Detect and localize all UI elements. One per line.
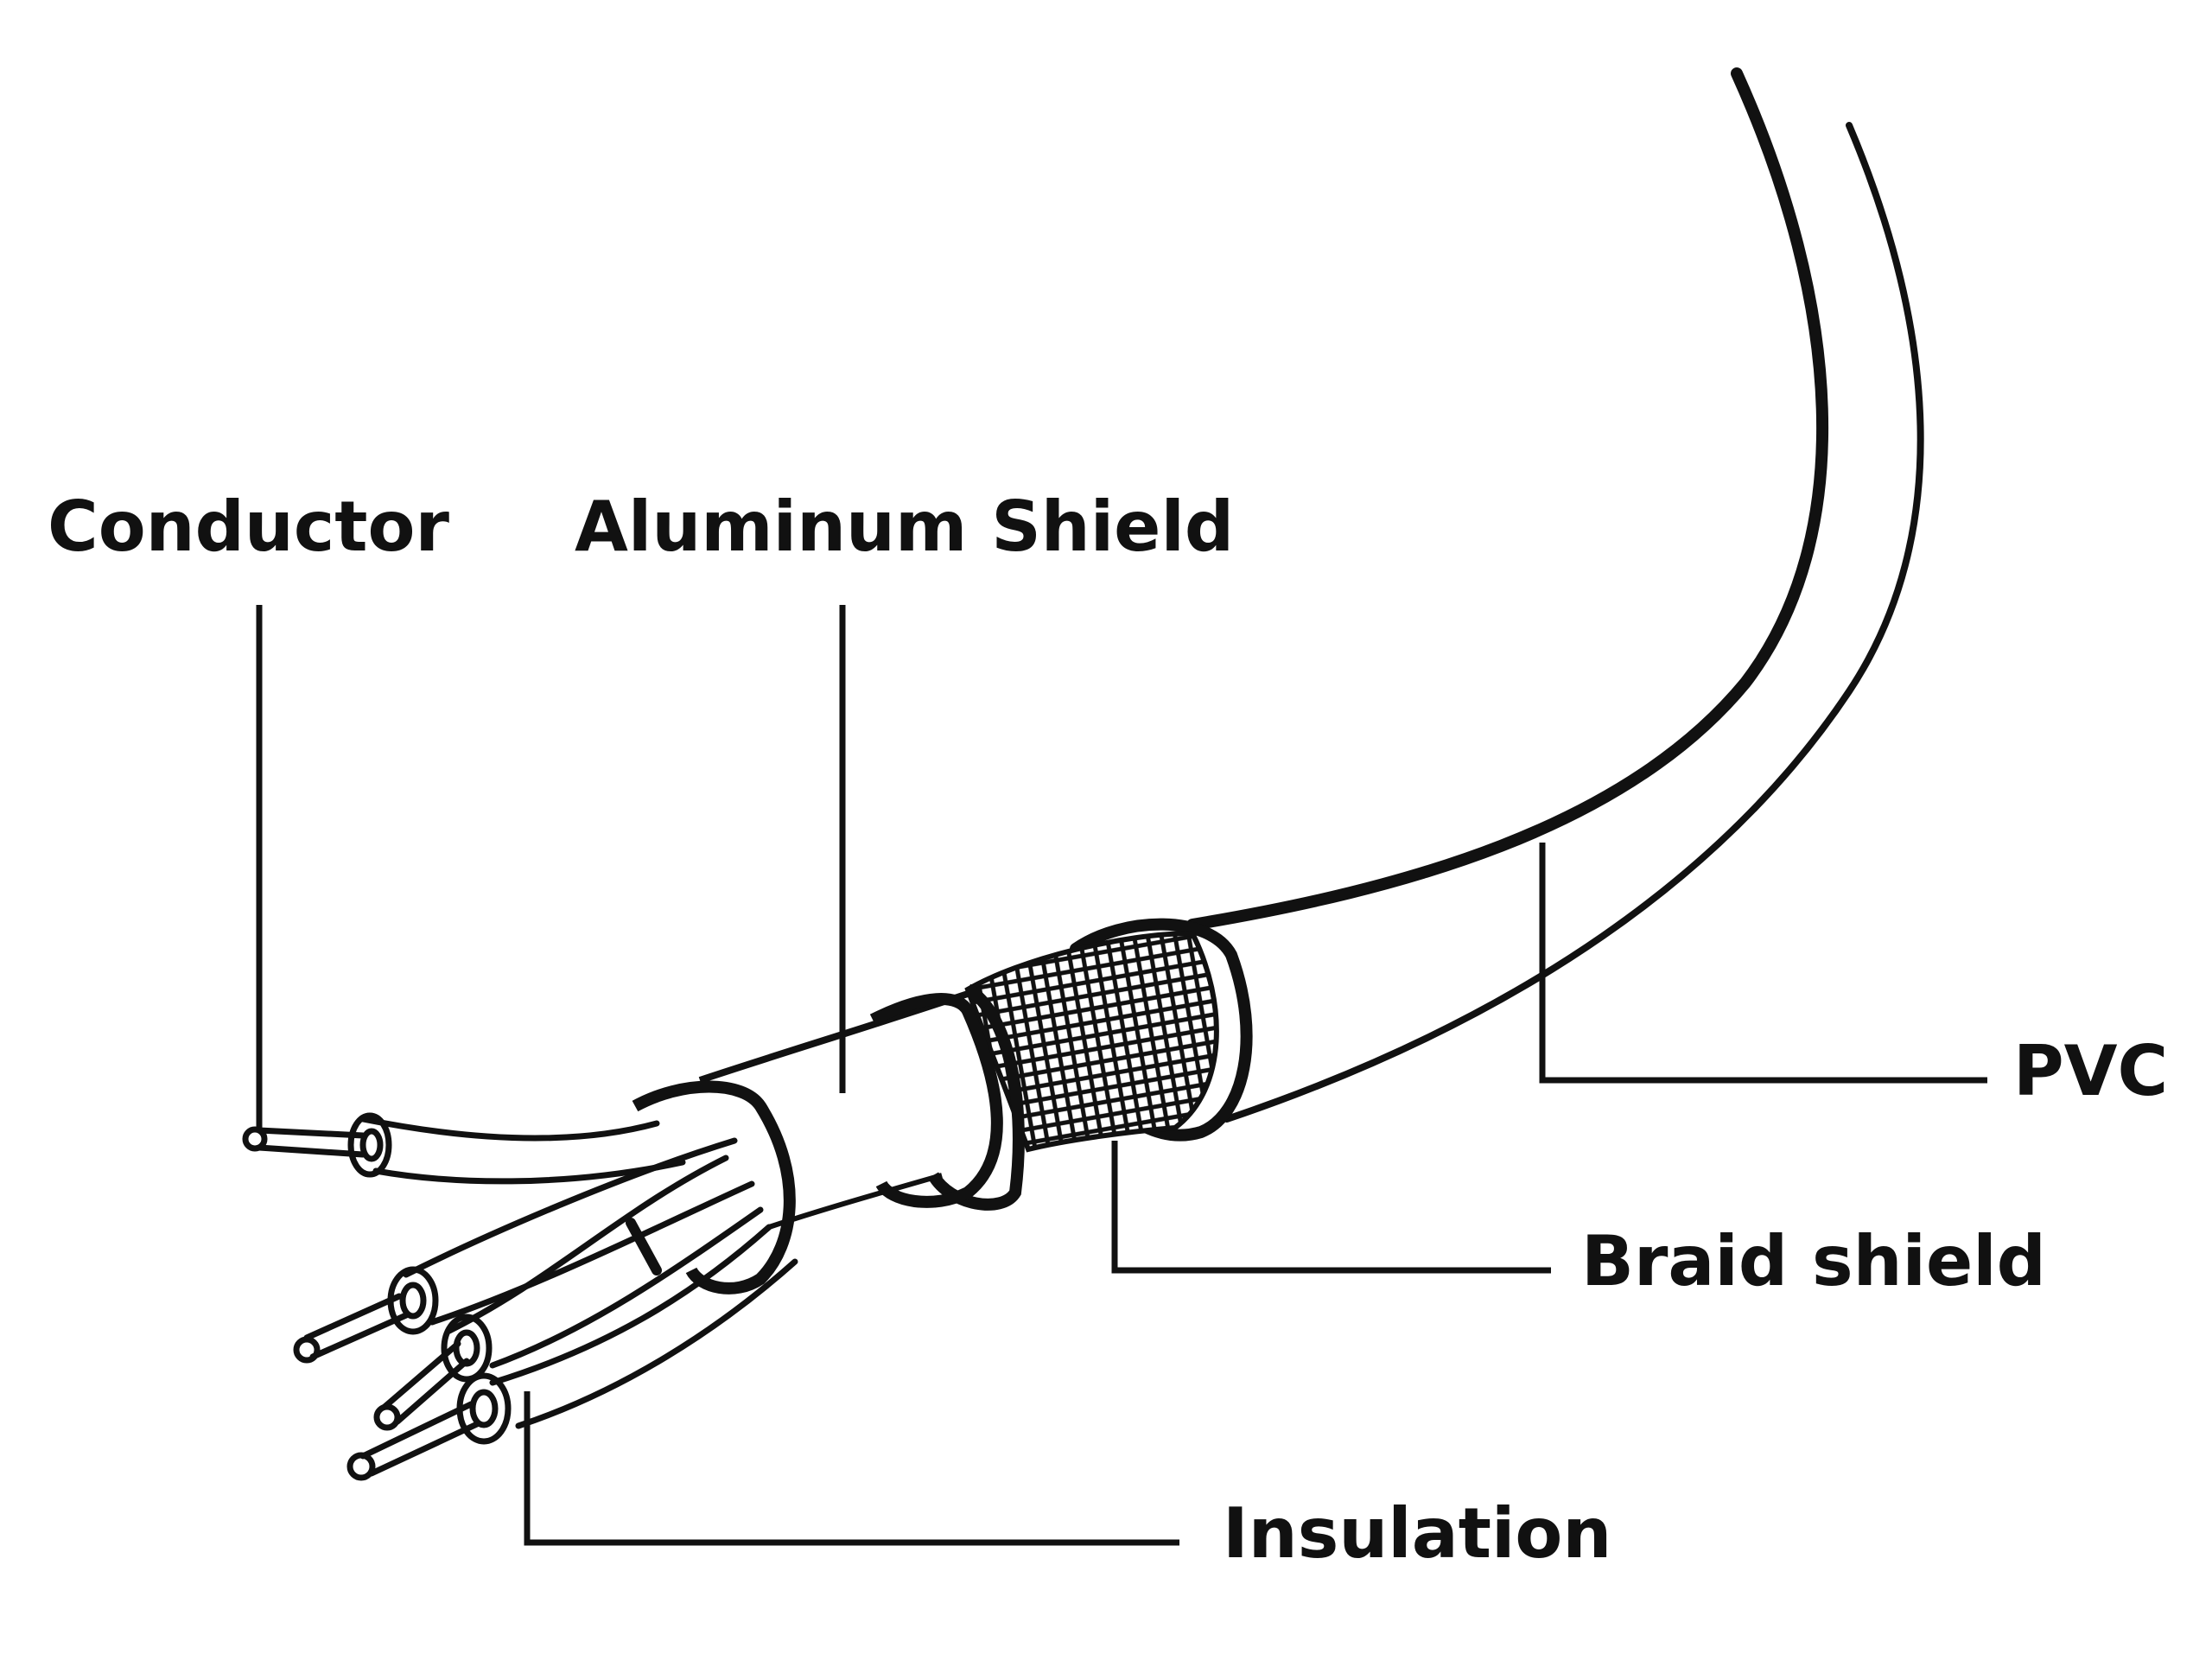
braid-shield-leader-line — [1111, 1141, 1551, 1274]
twist-crossing-mark — [626, 1218, 662, 1275]
twisted-lead-a-lower — [429, 1180, 755, 1326]
top-lead-conductor-tip — [242, 1126, 268, 1152]
aluminum-shield-foil — [632, 990, 1003, 1295]
braid-mesh — [927, 930, 1219, 1211]
lead-c-conductor-wire — [359, 1401, 480, 1477]
lead-c-conductor-tip — [346, 1452, 376, 1481]
lead-b-conductor-wire — [381, 1340, 470, 1425]
braid-shield-label: Braid shield — [1581, 1221, 2046, 1301]
top-lead-insulation-ring — [347, 1112, 392, 1178]
twisted-lead-b-lower — [489, 1206, 764, 1369]
leader-lines — [256, 605, 1987, 1546]
pvc-jacket-top-edge — [1186, 67, 1829, 931]
top-insulated-lead — [359, 1116, 660, 1142]
twisted-lead-a — [403, 1137, 738, 1278]
foil-front-ring — [632, 1080, 796, 1295]
pvc-label: PVC — [2013, 1031, 2169, 1111]
lead-a-inner-ring — [399, 1282, 427, 1320]
lead-c-inner-ring — [469, 1389, 499, 1428]
top-insulated-lead-lower — [372, 1159, 686, 1185]
pvc-jacket-bottom-edge — [1224, 122, 1924, 1123]
insulation-leader-line — [524, 1391, 1179, 1546]
braid-mesh-surface — [964, 930, 1219, 1153]
pvc-leader-line — [1539, 843, 1987, 1084]
twisted-lead-c — [489, 1224, 772, 1386]
twisted-lead-c-lower — [515, 1258, 798, 1429]
insulation-label: Insulation — [1223, 1493, 1612, 1574]
aluminum-shield-label: Aluminum Shield — [575, 487, 1235, 567]
conductor-label: Conductor — [48, 487, 449, 567]
top-lead-conductor-wire — [256, 1127, 366, 1158]
top-lead-inner-ring — [359, 1128, 384, 1162]
twisted-lead-b — [446, 1155, 729, 1334]
foil-top-edge — [698, 990, 969, 1084]
foil-end-ring — [869, 993, 1003, 1208]
lead-b-conductor-tip — [373, 1403, 401, 1431]
inner-conductors — [242, 1112, 798, 1481]
lead-a-conductor-tip — [293, 1336, 321, 1364]
lead-a-conductor-wire — [303, 1293, 410, 1360]
lead-b-insulation-ring — [441, 1314, 493, 1383]
